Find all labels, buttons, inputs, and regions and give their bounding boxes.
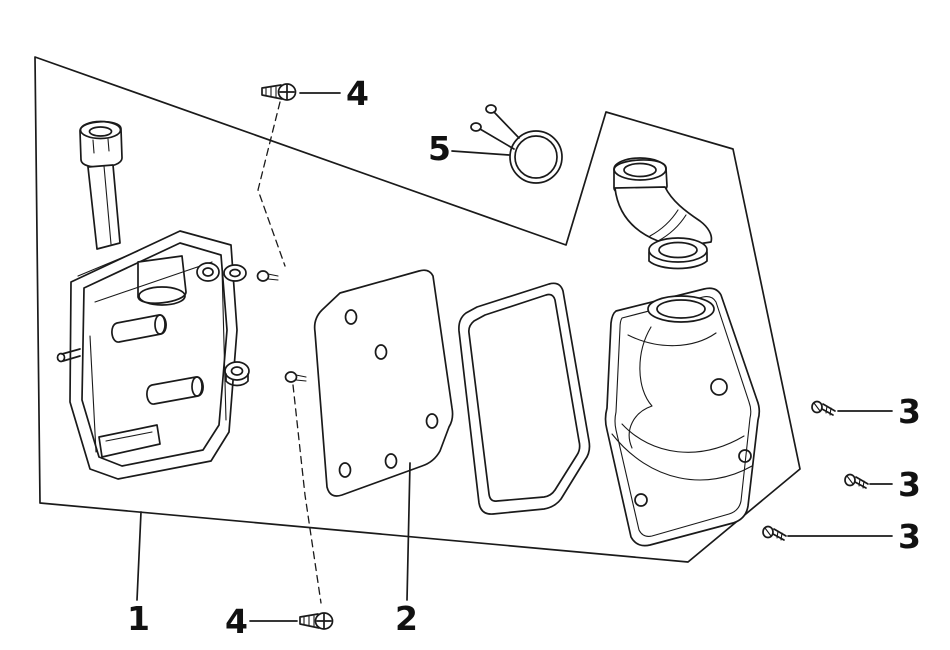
cover-screw-hole: [634, 493, 648, 507]
callout-4-bottom: 4: [225, 602, 248, 641]
cover-body-inner: [614, 296, 752, 537]
case-tab-grommet: [196, 262, 220, 282]
cover-strap: [611, 433, 753, 481]
callout-2: 2: [395, 599, 418, 638]
plate-hole: [425, 413, 439, 429]
screw-threads: [858, 478, 865, 489]
screw-threads: [265, 86, 277, 98]
case-boss-lower-end: [191, 376, 203, 397]
screw-slot: [846, 475, 854, 485]
snorkel-tube: [87, 164, 121, 250]
plate-hole: [374, 344, 388, 360]
screw-shaft: [772, 528, 787, 541]
leader-5: [451, 150, 510, 156]
bolt-shaft-upper: [267, 273, 279, 281]
case-boss-upper-end: [154, 314, 166, 335]
cover-rib-bottom: [621, 423, 745, 453]
screw-slot: [764, 527, 772, 537]
filter-plate: [313, 269, 454, 497]
callout-3-middle: 3: [898, 465, 921, 504]
case-hardware: [223, 264, 307, 387]
plate-hole: [384, 453, 398, 469]
screw-3-middle: [844, 473, 869, 489]
leader-1: [136, 511, 142, 601]
screw-3-top: [811, 400, 836, 416]
air-cleaner-cover: [604, 157, 761, 547]
elbow-collar-rim: [613, 157, 667, 181]
clamp-arm-a: [493, 111, 520, 139]
bolt-head-upper: [256, 270, 270, 282]
collar-nut-lower-hole: [230, 366, 244, 376]
case-ledge: [77, 250, 139, 277]
screw-shaft: [854, 476, 869, 489]
cover-recess: [628, 326, 653, 449]
case-tab-hole: [202, 267, 214, 277]
screw-3-bottom: [762, 525, 787, 541]
snorkel-tube-contour: [103, 165, 112, 245]
callout-4-top: 4: [346, 74, 369, 113]
screw-threads: [825, 405, 832, 416]
case-side-pin-head: [56, 352, 66, 363]
cover-screw-hole: [738, 449, 752, 463]
gasket-seal: [458, 282, 591, 515]
elbow-rib: [649, 209, 687, 242]
elbow-flange-hole: [658, 241, 698, 259]
bolt-shaft-lower: [295, 374, 307, 382]
boundary-polygon: [34, 56, 801, 563]
clamp-arm-b: [479, 128, 515, 150]
screw-shaft: [821, 403, 836, 416]
cover-boss-hole: [710, 378, 728, 396]
snorkel-cap-slot: [92, 138, 110, 154]
case-side-pin: [61, 348, 81, 362]
screw-slot: [813, 402, 821, 412]
screw-threads: [303, 615, 315, 627]
boundary-outline: [34, 56, 801, 563]
callout-1: 1: [127, 599, 150, 638]
screw-4-top: [261, 83, 297, 101]
screw-threads: [776, 530, 783, 541]
collar-nut-lower: [224, 361, 250, 381]
clamp-ring-inner: [514, 135, 558, 179]
cover-body-outer: [604, 287, 761, 547]
leader-2: [406, 462, 411, 601]
hose-clamp: [470, 104, 563, 184]
dashed-leader-top: [257, 101, 286, 267]
case-body-inner: [81, 242, 228, 467]
air-cleaner-case: [56, 120, 238, 480]
clamp-ring-outer: [509, 130, 563, 184]
elbow-flange-skirt: [648, 251, 708, 270]
dashed-leader-bottom: [292, 384, 322, 604]
callout-3-bottom: 3: [898, 517, 921, 556]
gasket-inner: [468, 293, 581, 502]
snorkel-cap: [79, 120, 123, 169]
bolt-head-lower: [284, 371, 298, 383]
snorkel-cap-hole: [88, 126, 113, 137]
collar-nut-upper-hole: [229, 268, 241, 278]
callout-5: 5: [428, 129, 451, 168]
elbow-tube: [614, 186, 713, 248]
callout-3-top: 3: [898, 392, 921, 431]
screw-cross-slot: [279, 84, 295, 100]
case-body-outer: [69, 230, 238, 480]
clamp-loop-b: [470, 122, 482, 132]
case-dome-mouth: [138, 286, 186, 306]
cover-rib-top: [627, 332, 717, 347]
screw-4-bottom: [299, 612, 334, 630]
gasket-outer: [458, 282, 591, 515]
filter-plate-outline: [313, 269, 454, 497]
elbow-flange: [648, 237, 708, 263]
case-bracket-line: [105, 431, 153, 442]
clamp-loop-a: [485, 104, 497, 114]
case-ribs: [89, 261, 227, 453]
snorkel-cap-rim: [79, 120, 122, 140]
collar-nut-upper: [223, 264, 247, 282]
plate-hole: [338, 462, 352, 478]
collar-nut-lower-skirt: [225, 373, 249, 387]
cover-port-hole: [656, 299, 706, 319]
elbow-collar-hole: [623, 162, 657, 178]
screw-cross-slot: [316, 613, 332, 629]
plate-hole: [344, 309, 358, 325]
callouts: 1 2 4 4 5 3 3 3: [127, 74, 921, 641]
